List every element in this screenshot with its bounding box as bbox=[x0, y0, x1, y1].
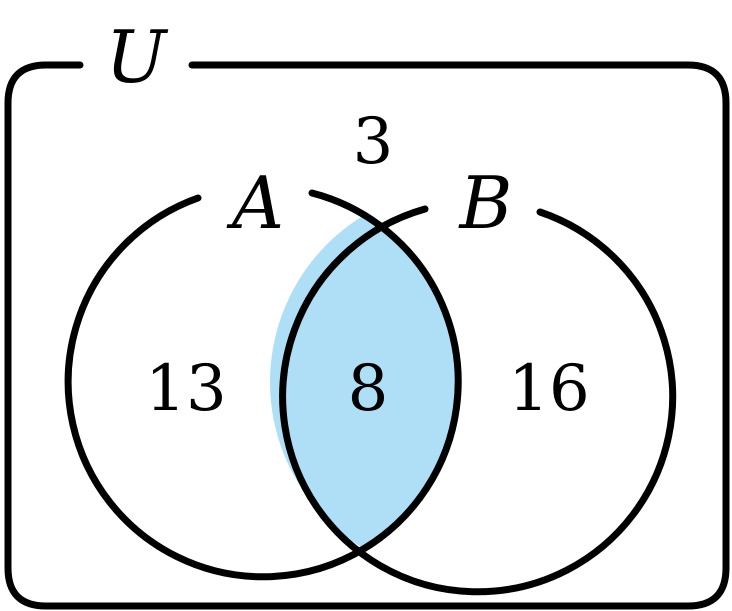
intersection-count: 8 bbox=[348, 352, 389, 426]
universe-border bbox=[4, 61, 730, 610]
circle-b bbox=[279, 205, 677, 596]
set-a-label: A bbox=[226, 161, 284, 245]
only-a-count: 13 bbox=[145, 352, 226, 426]
intersection-shade bbox=[270, 187, 458, 577]
only-b-count: 16 bbox=[508, 352, 589, 426]
universe-label: U bbox=[106, 15, 169, 99]
set-b-label: B bbox=[458, 161, 513, 245]
outside-count: 3 bbox=[353, 105, 394, 179]
circle-a bbox=[64, 189, 462, 581]
